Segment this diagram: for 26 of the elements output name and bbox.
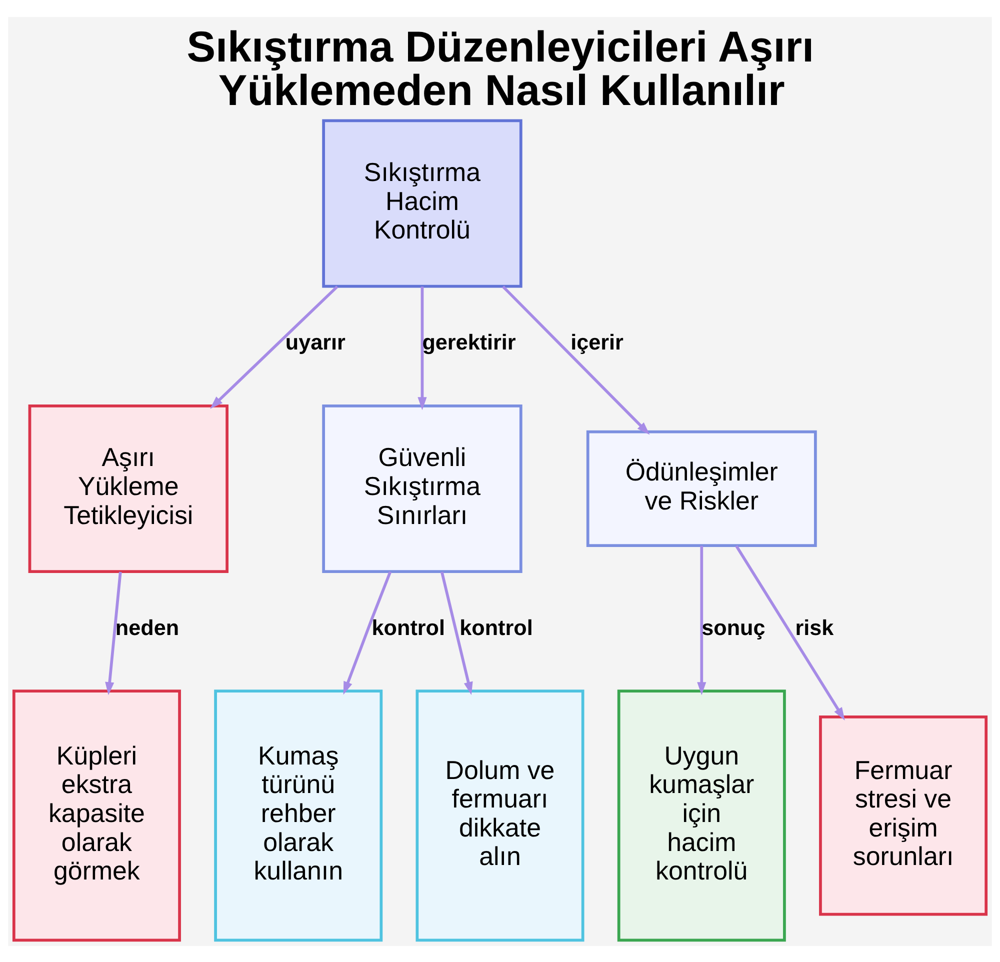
edge-label: risk bbox=[795, 614, 834, 640]
node-box: Kumaş türünü rehber olarak kullanın bbox=[214, 689, 383, 942]
arrow bbox=[105, 571, 122, 695]
node-box: Fermuar stresi ve erişim sorunları bbox=[819, 715, 988, 916]
node-box: Ödünleşimler ve Riskler bbox=[586, 430, 817, 547]
edge-label: sonuç bbox=[702, 614, 766, 640]
edge-label: gerektirir bbox=[422, 329, 516, 354]
arrow bbox=[343, 570, 392, 694]
node-box: Küpleri ekstra kapasite olarak görmek bbox=[12, 689, 181, 942]
arrow bbox=[697, 545, 706, 695]
edge-label: uyarır bbox=[285, 329, 346, 354]
node-box: Uygun kumaşlar için hacim kontrolü bbox=[617, 689, 786, 942]
node-box: Güvenli Sıkıştırma Sınırları bbox=[322, 404, 522, 572]
node-box: Sıkıştırma Hacim Kontrolü bbox=[322, 118, 522, 288]
arrow bbox=[440, 571, 473, 695]
edge-label: kontrol bbox=[372, 614, 445, 640]
node-box: Dolum ve fermuarı dikkate alın bbox=[416, 689, 584, 942]
arrow bbox=[210, 285, 338, 408]
edge-label: neden bbox=[115, 614, 180, 640]
edge-label: kontrol bbox=[460, 614, 533, 640]
arrow bbox=[735, 544, 845, 720]
edge-label: içerir bbox=[570, 329, 624, 354]
node-box: Aşırı Yükleme Tetikleyicisi bbox=[28, 404, 228, 572]
arrow bbox=[502, 285, 650, 434]
diagram-title: Sıkıştırma Düzenleyicileri Aşırı Yüklemeden Nasıl Kullanılır bbox=[186, 23, 814, 114]
arrow bbox=[418, 286, 427, 410]
